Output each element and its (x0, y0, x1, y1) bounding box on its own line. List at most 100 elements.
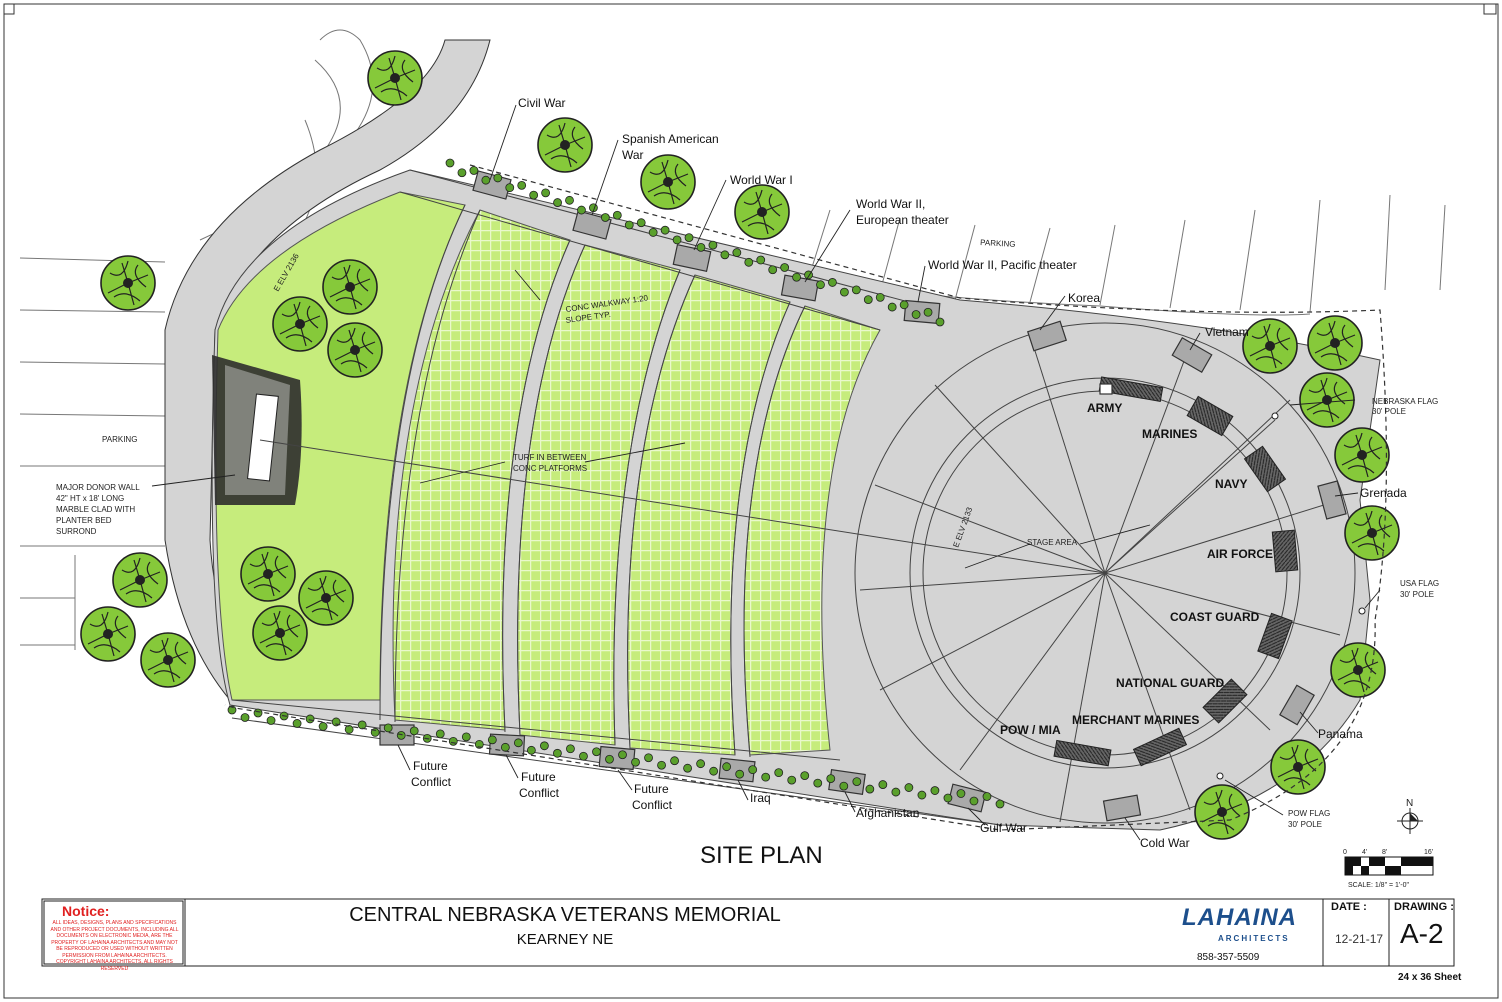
shrub-icon (657, 760, 666, 770)
label-future-conflict-3: Future (634, 782, 669, 796)
shrub-icon (774, 768, 784, 778)
branch-panels (1053, 376, 1299, 767)
registration-mark (1483, 3, 1497, 15)
shrub-icon (357, 720, 367, 730)
branch-merchant-marines: MERCHANT MARINES (1072, 713, 1199, 727)
shrub-icon (722, 762, 732, 772)
tree-icon (240, 546, 296, 602)
donor-note-3: MARBLE CLAD WITH (56, 505, 135, 514)
shrub-icon (505, 183, 515, 193)
shrub-icon (448, 736, 458, 746)
shrub-icon (631, 757, 640, 767)
shrub-icon (851, 285, 861, 295)
shrub-icon (863, 295, 873, 305)
shrub-icon (592, 747, 601, 757)
shrub-icon (579, 751, 588, 761)
shrub-icon (683, 763, 692, 773)
shrub-icon (266, 716, 276, 725)
shrub-icon (577, 205, 586, 215)
shrub-icon (469, 166, 479, 175)
shrub-icon (720, 250, 730, 260)
property-line (224, 164, 1388, 831)
parking-label-left: PARKING (102, 435, 137, 444)
label-spanish-american-war: Spanish American (622, 132, 719, 146)
project-name: CENTRAL NEBRASKA VETERANS MEMORIAL (349, 904, 781, 926)
label-future-conflict-1b: Conflict (411, 775, 452, 789)
leader-lines (151, 104, 1381, 841)
shrub-icon (917, 790, 927, 800)
tree-icon (272, 296, 328, 352)
date-value: 12-21-17 (1335, 932, 1384, 946)
shrub-icon (670, 756, 679, 766)
branch-army: ARMY (1087, 401, 1122, 415)
tree-icon (140, 632, 196, 688)
nebraska-flag-label: NEBRASKA FLAG (1372, 397, 1438, 406)
shrub-icon (672, 235, 682, 245)
shrub-rows (227, 158, 1005, 809)
label-ww2-european-2: European theater (856, 213, 949, 227)
shrub-icon (826, 774, 836, 784)
label-future-conflict-2b: Conflict (519, 786, 560, 800)
tree-icon (367, 50, 423, 106)
shrub-icon (526, 745, 536, 755)
tree-icon (298, 570, 354, 626)
tree-icon (80, 606, 136, 662)
turf-note-1: TURF IN BETWEEN (513, 453, 587, 462)
label-cold-war: Cold War (1140, 836, 1190, 850)
branch-national-guard: NATIONAL GUARD (1116, 676, 1225, 690)
shrub-icon (708, 240, 718, 250)
usa-flag-label: USA FLAG (1400, 579, 1439, 588)
shrub-icon (995, 799, 1005, 809)
shrub-icon (553, 198, 562, 207)
title-block-frame (41, 898, 1455, 967)
firm-phone: 858-357-5509 (1197, 952, 1260, 963)
shrub-icon (878, 780, 888, 789)
shrub-icon (732, 248, 742, 257)
shrub-icon (839, 287, 849, 297)
tree-icon (100, 255, 156, 311)
tree-icon (1194, 784, 1250, 840)
shrub-icon (292, 719, 302, 728)
shrub-icon (461, 732, 471, 742)
shrub-icon (566, 744, 575, 754)
shrub-icon (816, 280, 825, 290)
drawing-number: A-2 (1400, 918, 1444, 949)
shrub-icon (684, 233, 694, 243)
shrub-icon (612, 210, 622, 220)
scale-tick-0: 0 (1343, 849, 1347, 856)
shrub-icon (565, 195, 574, 205)
shrub-icon (435, 729, 445, 739)
donor-note-2: 42" HT x 18' LONG (56, 494, 124, 503)
tree-icon (1330, 642, 1386, 698)
tree-icon (1334, 427, 1390, 483)
tree-icon (322, 259, 378, 315)
shrub-icon (318, 722, 328, 731)
scale-tick-4: 4' (1362, 849, 1367, 856)
shrub-icon (481, 175, 491, 185)
nebraska-flag-label-2: 30' POLE (1372, 407, 1406, 416)
label-ww2-pacific: World War II, Pacific theater (928, 258, 1077, 272)
shrub-icon (541, 188, 551, 198)
branch-air-force: AIR FORCE (1207, 547, 1273, 561)
stage-label: STAGE AREA (1027, 538, 1078, 547)
shrub-icon (553, 748, 562, 758)
usa-flag-label-2: 30' POLE (1400, 590, 1434, 599)
parking-label-top: PARKING (980, 238, 1016, 249)
label-vietnam: Vietnam (1205, 325, 1249, 339)
sheet-border (3, 3, 1499, 999)
shrub-icon (756, 255, 766, 265)
project-location: KEARNEY NE (516, 931, 614, 948)
label-afghanistan: Afghanistan (856, 806, 919, 820)
branch-marines: MARINES (1142, 427, 1197, 441)
shrub-icon (457, 168, 467, 178)
north-label: N (1406, 798, 1413, 809)
shrub-icon (887, 302, 897, 312)
donor-wall-planter (212, 355, 302, 505)
label-panama: Panama (1318, 727, 1363, 741)
tree-icon (327, 322, 383, 378)
shrub-icon (761, 772, 771, 782)
donor-note-1: MAJOR DONOR WALL (56, 483, 140, 492)
shrub-icon (540, 741, 549, 751)
notice-heading: Notice: (62, 903, 110, 919)
